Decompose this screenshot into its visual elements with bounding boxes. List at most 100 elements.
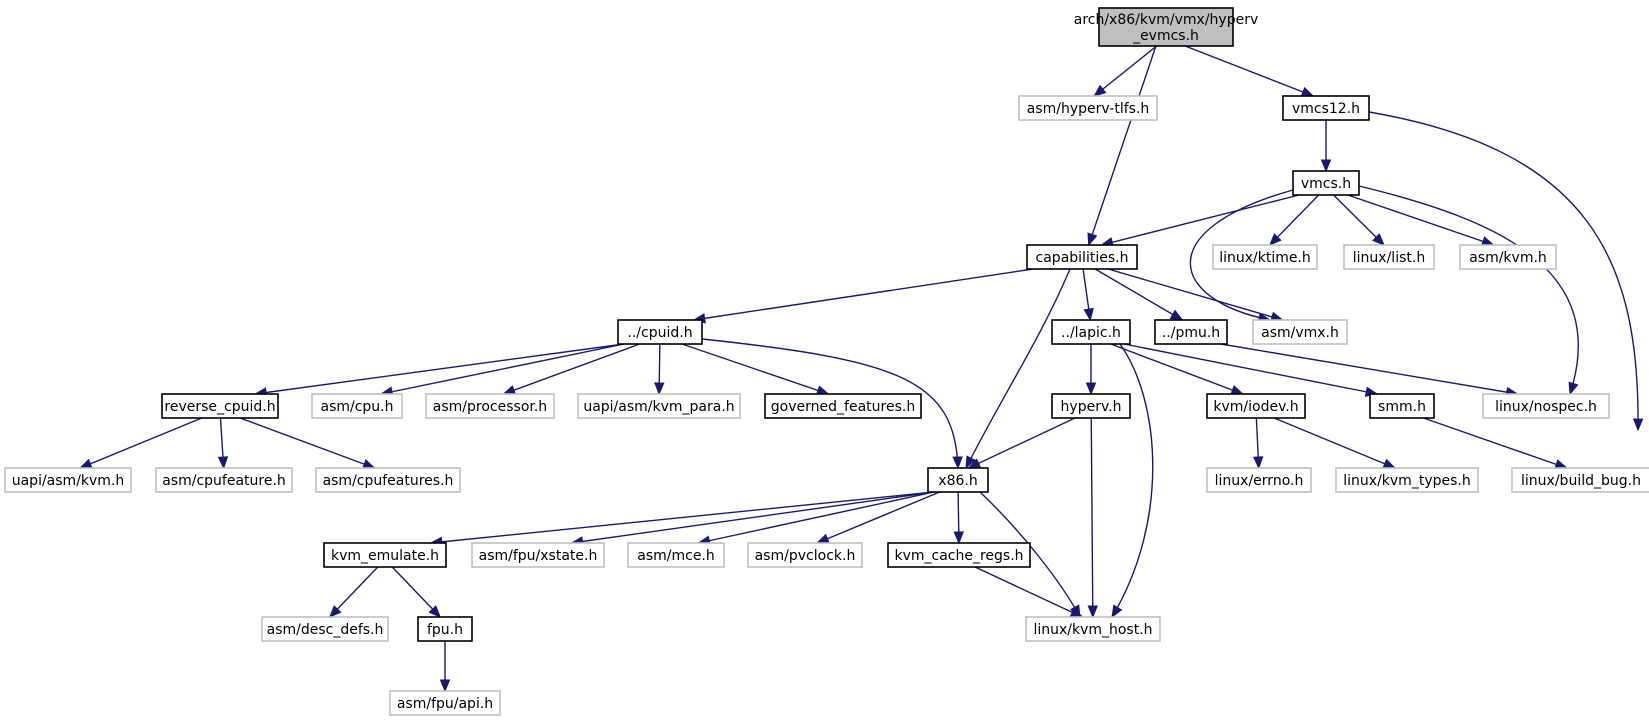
node-box [577, 393, 741, 419]
edge-line [968, 417, 1076, 469]
node-smm[interactable]: smm.h [1369, 393, 1435, 419]
edge-arrowhead [217, 456, 229, 470]
edge-arrowhead [1087, 232, 1098, 247]
node-lapic[interactable]: ../lapic.h [1051, 319, 1131, 345]
node-vmcs12[interactable]: vmcs12.h [1282, 95, 1370, 121]
node-box [1206, 467, 1312, 493]
node-asm-desc-defs: asm/desc_defs.h [261, 616, 389, 642]
node-governed[interactable]: governed_features.h [764, 393, 922, 419]
node-label: asm/processor.h [433, 399, 547, 415]
edge-capabilities-to-asm_vmx [1107, 268, 1284, 322]
node-box [425, 393, 555, 419]
edge-line [255, 343, 625, 395]
edge-reverse_cpuid-to-asm_cpufeatures [239, 417, 376, 469]
edge-vmcs12-to-linux_build_bug [1368, 111, 1644, 432]
node-box [1018, 95, 1158, 121]
edge-arrowhead [428, 605, 442, 618]
edge-hyperv-to-x86 [967, 417, 1076, 469]
edge-line [974, 566, 1083, 618]
node-linux-ktime: linux/ktime.h [1212, 244, 1318, 270]
edge-arrowhead [816, 533, 830, 544]
edge-arrowhead [1083, 307, 1094, 322]
node-box [315, 467, 461, 493]
edge-arrowhead [952, 456, 963, 470]
edge-line [1368, 111, 1639, 431]
edge-line [1093, 45, 1158, 97]
node-asm-pvclock: asm/pvclock.h [747, 542, 863, 568]
edge-kvm_iodev-to-linux_kvm_types [1273, 417, 1397, 469]
node-label: linux/kvm_types.h [1343, 473, 1470, 489]
edge-arrowhead [1252, 456, 1264, 470]
node-asm-fpu-xstate: asm/fpu/xstate.h [471, 542, 605, 568]
node-box [927, 467, 989, 493]
edge-line [1189, 189, 1294, 321]
edge-line [381, 343, 625, 395]
edge-arrowhead [328, 605, 342, 618]
edge-line [503, 343, 640, 395]
edge-line [1088, 45, 1157, 246]
edges-layer [78, 45, 1644, 693]
node-box [1098, 7, 1234, 47]
node-kvm-cache-regs[interactable]: kvm_cache_regs.h [887, 542, 1031, 568]
node-reverse-cpuid[interactable]: reverse_cpuid.h [161, 393, 279, 419]
edge-line [1111, 343, 1154, 618]
edge-arrowhead [1382, 458, 1397, 469]
node-box [1025, 616, 1161, 642]
node-vmcs[interactable]: vmcs.h [1292, 170, 1360, 196]
edge-arrowhead [1085, 382, 1097, 396]
edge-capabilities-to-x86 [965, 268, 1071, 470]
edge-smm-to-linux_build_bug [1423, 417, 1568, 470]
node-kvm-emulate[interactable]: kvm_emulate.h [323, 542, 447, 568]
edge-kvm_emulate-to-asm_desc_defs [328, 566, 379, 618]
node-linux-kvm-host: linux/kvm_host.h [1025, 616, 1161, 642]
node-label: hyperv.h [1061, 399, 1122, 415]
node-label: linux/list.h [1353, 250, 1425, 266]
edge-cpuid-to-uapi_kvm_para [654, 343, 665, 396]
node-box [617, 319, 703, 345]
edge-reverse_cpuid-to-uapi_asm_kvm [78, 417, 203, 469]
node-label: uapi/asm/kvm.h [12, 473, 125, 489]
node-box [1482, 393, 1610, 419]
edge-arrowhead [78, 458, 93, 469]
edge-lapic-to-hyperv [1085, 344, 1097, 396]
edge-line [681, 343, 829, 395]
edge-capabilities-to-pmu [1094, 268, 1184, 321]
node-root: arch/x86/kvm/vmx/hyperv_evmcs.h [1074, 7, 1258, 47]
node-cpuid[interactable]: ../cpuid.h [617, 319, 703, 345]
edge-line [391, 566, 441, 618]
edge-line [1333, 194, 1385, 246]
node-label: kvm/iodev.h [1213, 399, 1298, 415]
edge-line [1423, 417, 1567, 469]
edge-line [1347, 194, 1494, 246]
node-box [1343, 244, 1435, 270]
edge-arrowhead [654, 382, 665, 396]
node-label: asm/kvm.h [1469, 250, 1547, 266]
edge-arrowhead [439, 679, 451, 693]
edge-root-to-hyperv_tlfs [1093, 45, 1158, 97]
edge-fpu-to-asm_fpu_api [439, 641, 451, 693]
edge-line [1220, 343, 1518, 395]
node-x86[interactable]: x86.h [927, 467, 989, 493]
edge-x86-to-kvm_emulate [429, 491, 935, 548]
edge-lapic-to-smm [1123, 343, 1379, 397]
node-asm-mce: asm/mce.h [627, 542, 725, 568]
node-linux-nospec: linux/nospec.h [1482, 393, 1610, 419]
node-pmu[interactable]: ../pmu.h [1154, 319, 1228, 345]
edge-reverse_cpuid-to-asm_cpufeature [217, 417, 229, 470]
edge-x86-to-asm_mce [697, 491, 935, 546]
edge-line [693, 268, 1034, 321]
node-box [323, 542, 447, 568]
node-label: _evmcs.h [1132, 28, 1199, 44]
node-kvm-iodev[interactable]: kvm/iodev.h [1206, 393, 1306, 419]
edge-kvm_cache_regs-to-linux_kvm_host [974, 566, 1084, 618]
node-capabilities[interactable]: capabilities.h [1026, 244, 1138, 270]
node-linux-list: linux/list.h [1343, 244, 1435, 270]
edge-capabilities-to-lapic [1082, 268, 1094, 322]
node-hyperv[interactable]: hyperv.h [1051, 393, 1131, 419]
node-box [747, 542, 863, 568]
edge-line [979, 491, 1081, 618]
node-fpu[interactable]: fpu.h [417, 616, 473, 642]
edge-arrowhead [1568, 381, 1579, 396]
node-label: vmcs12.h [1292, 101, 1360, 117]
